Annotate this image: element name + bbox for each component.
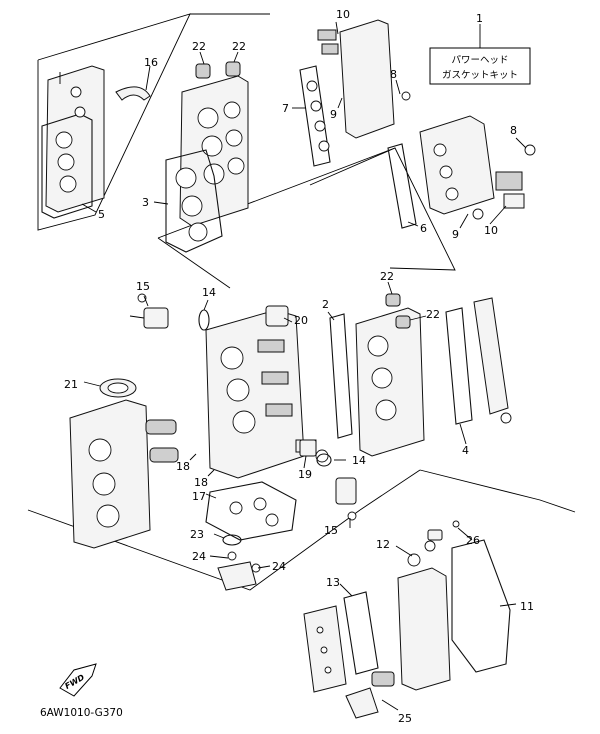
- callout-22-top-right: 22: [232, 40, 246, 53]
- callout-14-lower: 14: [352, 454, 366, 467]
- drawing-code: 6AW1010-G370: [40, 707, 123, 719]
- part-15-sensor-lower: [335, 477, 357, 521]
- cylinder-head-middle: [329, 293, 425, 457]
- part-17-gasket: [205, 481, 297, 541]
- callout-11: 11: [520, 600, 534, 613]
- part-25-sensor-unit: [345, 671, 395, 719]
- callout-8-right: 8: [510, 124, 517, 137]
- callout-17: 17: [192, 490, 206, 503]
- cylinder-head-top: [115, 61, 249, 227]
- crankcase-housing: [69, 399, 179, 549]
- kit-label-line2: ガスケットキット: [442, 70, 518, 81]
- callout-14-upper: 14: [202, 286, 216, 299]
- callout-20: 20: [294, 314, 308, 327]
- callout-15-lower: 15: [324, 524, 338, 537]
- callout-numbers: 1 2 3 4 5 6 7 8 8 9 9 10 10 11 12 13 14 …: [64, 8, 534, 725]
- part-20-bracket: [265, 305, 289, 327]
- part-3-head-gasket: [165, 149, 223, 253]
- part-21-oil-seal: [99, 378, 137, 398]
- callout-15-upper: 15: [136, 280, 150, 293]
- part-14-gasket-lower: [316, 453, 332, 467]
- callout-23: 23: [190, 528, 204, 541]
- callout-5: 5: [98, 208, 105, 221]
- callout-4: 4: [462, 444, 469, 457]
- callout-9-top: 9: [330, 108, 337, 121]
- callout-13: 13: [326, 576, 340, 589]
- callout-10-top: 10: [336, 8, 350, 21]
- gasket-kit-label-box: パワーヘッド ガスケットキット: [429, 24, 531, 85]
- part-14-gasket-upper: [198, 309, 210, 331]
- callout-19: 19: [298, 468, 312, 481]
- callout-22-middle-right: 22: [426, 308, 440, 321]
- callout-10-right: 10: [484, 224, 498, 237]
- part-7-exhaust-gasket: [299, 65, 331, 167]
- callout-8-top: 8: [390, 68, 397, 81]
- callout-3: 3: [142, 196, 149, 209]
- callout-16: 16: [144, 56, 158, 69]
- part-5-head-cover: [41, 65, 105, 219]
- part-13-cover-plate: [303, 591, 379, 693]
- part-6-exhaust-cover-right: [387, 115, 536, 229]
- callout-22-top-left: 22: [192, 40, 206, 53]
- callout-25: 25: [398, 712, 412, 725]
- callout-12: 12: [376, 538, 390, 551]
- callout-1: 1: [476, 12, 483, 25]
- callout-24-left: 24: [192, 550, 206, 563]
- part-15-sensor-upper: [129, 293, 169, 329]
- callout-6: 6: [420, 222, 427, 235]
- callout-7: 7: [282, 102, 289, 115]
- part-19-bracket: [299, 439, 317, 457]
- part-4-head-cover: [445, 297, 512, 425]
- fwd-direction-arrow: FWD: [59, 663, 97, 697]
- callout-18-right: 18: [194, 476, 208, 489]
- callout-24-right: 24: [272, 560, 286, 573]
- callout-9-right: 9: [452, 228, 459, 241]
- part-11-cover-gasket: [451, 539, 511, 673]
- part-10-exhaust-cover-top: [317, 19, 411, 139]
- leader-lines: [81, 21, 527, 711]
- part-26-connector: [427, 520, 460, 541]
- part-12-water-jacket-cover: [397, 540, 451, 691]
- group-outline-top-left: [37, 13, 270, 231]
- callout-22-middle-top: 22: [380, 270, 394, 283]
- part-23-o-ring: [222, 534, 242, 546]
- callout-18-left: 18: [176, 460, 190, 473]
- part-24-thermostat-cover: [217, 551, 261, 591]
- callout-2: 2: [322, 298, 329, 311]
- callout-21: 21: [64, 378, 78, 391]
- kit-label-line1: パワーヘッド: [451, 55, 508, 66]
- callout-26: 26: [466, 534, 480, 547]
